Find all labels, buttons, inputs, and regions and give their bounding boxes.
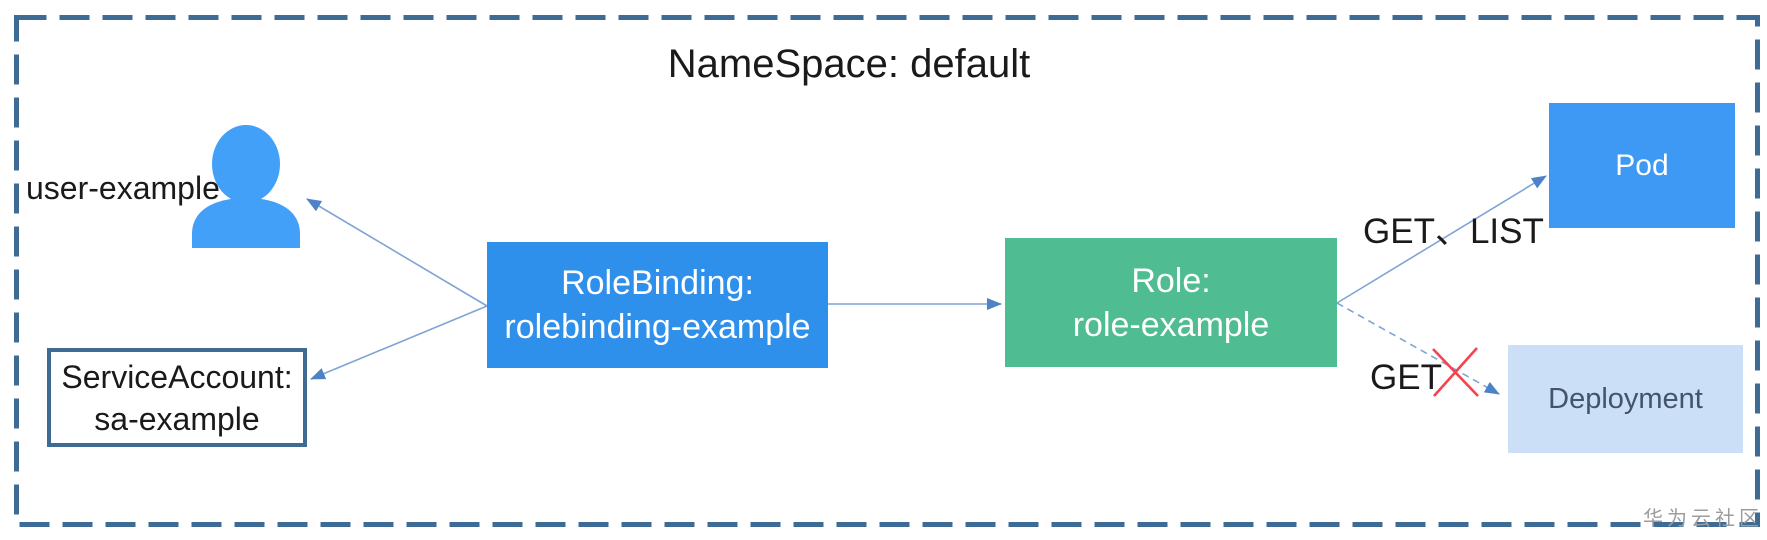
user-label: user-example — [26, 170, 220, 206]
namespace-title: NameSpace: default — [667, 42, 1031, 86]
edge-rolebinding-to-serviceaccount — [310, 305, 488, 380]
edge-rolebinding-to-user — [306, 198, 488, 307]
pod-node: Pod — [1549, 103, 1735, 228]
rolebinding-line1: RoleBinding: — [561, 264, 754, 302]
edge-role-to-pod — [1336, 175, 1547, 304]
edge-role-to-deployment — [1336, 302, 1500, 395]
role-line2: role-example — [1072, 305, 1270, 344]
get-label: GET — [1370, 358, 1442, 397]
watermark-text: 华为云社区 — [1643, 508, 1763, 530]
serviceaccount-line2: sa-example — [94, 400, 260, 437]
denied-x-icon — [1432, 347, 1479, 397]
role-line1: Role: — [1131, 261, 1211, 300]
rolebinding-node: RoleBinding: rolebinding-example — [487, 242, 828, 368]
rolebinding-line2: rolebinding-example — [504, 308, 811, 346]
deployment-node: Deployment — [1508, 345, 1743, 453]
deployment-label: Deployment — [1548, 382, 1703, 415]
get-list-label: GET、LIST — [1363, 212, 1544, 251]
serviceaccount-node: ServiceAccount: sa-example — [47, 348, 307, 447]
role-node: Role: role-example — [1005, 238, 1337, 367]
serviceaccount-line1: ServiceAccount: — [61, 358, 293, 395]
pod-label: Pod — [1615, 148, 1669, 182]
user-person-icon — [192, 125, 300, 248]
namespace-dashed-border — [14, 15, 1760, 527]
